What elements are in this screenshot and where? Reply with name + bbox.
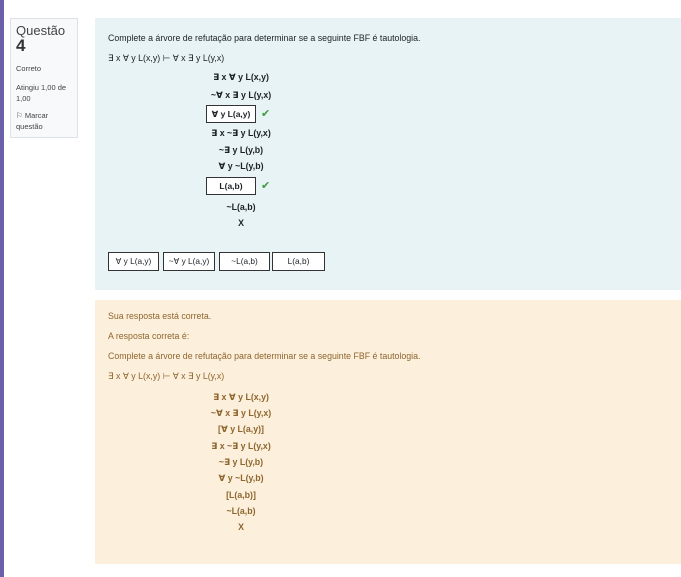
question-text: Complete a árvore de refutação para dete… (108, 33, 421, 43)
correct-answer-intro: A resposta correta é: (108, 331, 190, 341)
correct-check-icon: ✔ (261, 108, 271, 120)
course-index-bar (0, 0, 4, 577)
tree-line: ∃ x ∀ y L(x,y) (213, 72, 269, 82)
correct-check-icon: ✔ (261, 180, 271, 192)
flag-icon: ⚐ (16, 111, 23, 120)
question-state: Correto (16, 64, 42, 73)
tree-line: X (238, 218, 244, 228)
answer-line: ∃ x ∀ y L(x,y) (213, 392, 269, 402)
feedback-fbf: ∃ x ∀ y L(x,y) ⊢ ∀ x ∃ y L(y,x) (108, 371, 225, 381)
drop-zone-2[interactable]: L(a,b) (206, 177, 256, 195)
answer-line: ~∃ y L(y,b) (218, 457, 264, 467)
choice-item[interactable]: L(a,b) (272, 252, 325, 271)
answer-line: ~L(a,b) (226, 506, 256, 516)
choice-item[interactable]: ~L(a,b) (219, 252, 270, 271)
question-grade: Atingiu 1,00 de 1,00 (16, 83, 67, 103)
tree-line: ~∃ y L(y,b) (218, 145, 264, 155)
feedback-panel: Sua resposta está correta. A resposta co… (95, 300, 681, 564)
feedback-status: Sua resposta está correta. (108, 311, 212, 321)
answer-line: ~∀ x ∃ y L(y,x) (210, 408, 272, 418)
answer-line: [L(a,b)] (226, 490, 256, 500)
drop-zone-1[interactable]: ∀ y L(a,y) (206, 105, 256, 123)
feedback-question-text: Complete a árvore de refutação para dete… (108, 351, 421, 361)
flag-question-link[interactable]: ⚐ Marcar questão (16, 110, 72, 132)
choice-item[interactable]: ∀ y L(a,y) (108, 252, 159, 271)
question-formulation: Complete a árvore de refutação para dete… (95, 18, 681, 290)
answer-line: [∀ y L(a,y)] (218, 424, 264, 434)
tree-line: ∀ y ~L(y,b) (218, 161, 264, 171)
question-info-panel: Questão 4 Correto Atingiu 1,00 de 1,00 ⚐… (10, 18, 78, 138)
answer-line: ∃ x ~∃ y L(y,x) (211, 441, 271, 451)
question-fbf: ∃ x ∀ y L(x,y) ⊢ ∀ x ∃ y L(y,x) (108, 53, 225, 63)
question-number: 4 (16, 36, 26, 55)
tree-line: ~∀ x ∃ y L(y,x) (210, 90, 272, 100)
choice-item[interactable]: ~∀ y L(a,y) (163, 252, 215, 271)
answer-line: X (238, 522, 244, 532)
tree-line: ∃ x ~∃ y L(y,x) (211, 128, 271, 138)
answer-line: ∀ y ~L(y,b) (218, 473, 264, 483)
flag-label: Marcar questão (16, 111, 49, 131)
question-label: Questão (16, 23, 66, 38)
tree-line: ~L(a,b) (226, 202, 256, 212)
